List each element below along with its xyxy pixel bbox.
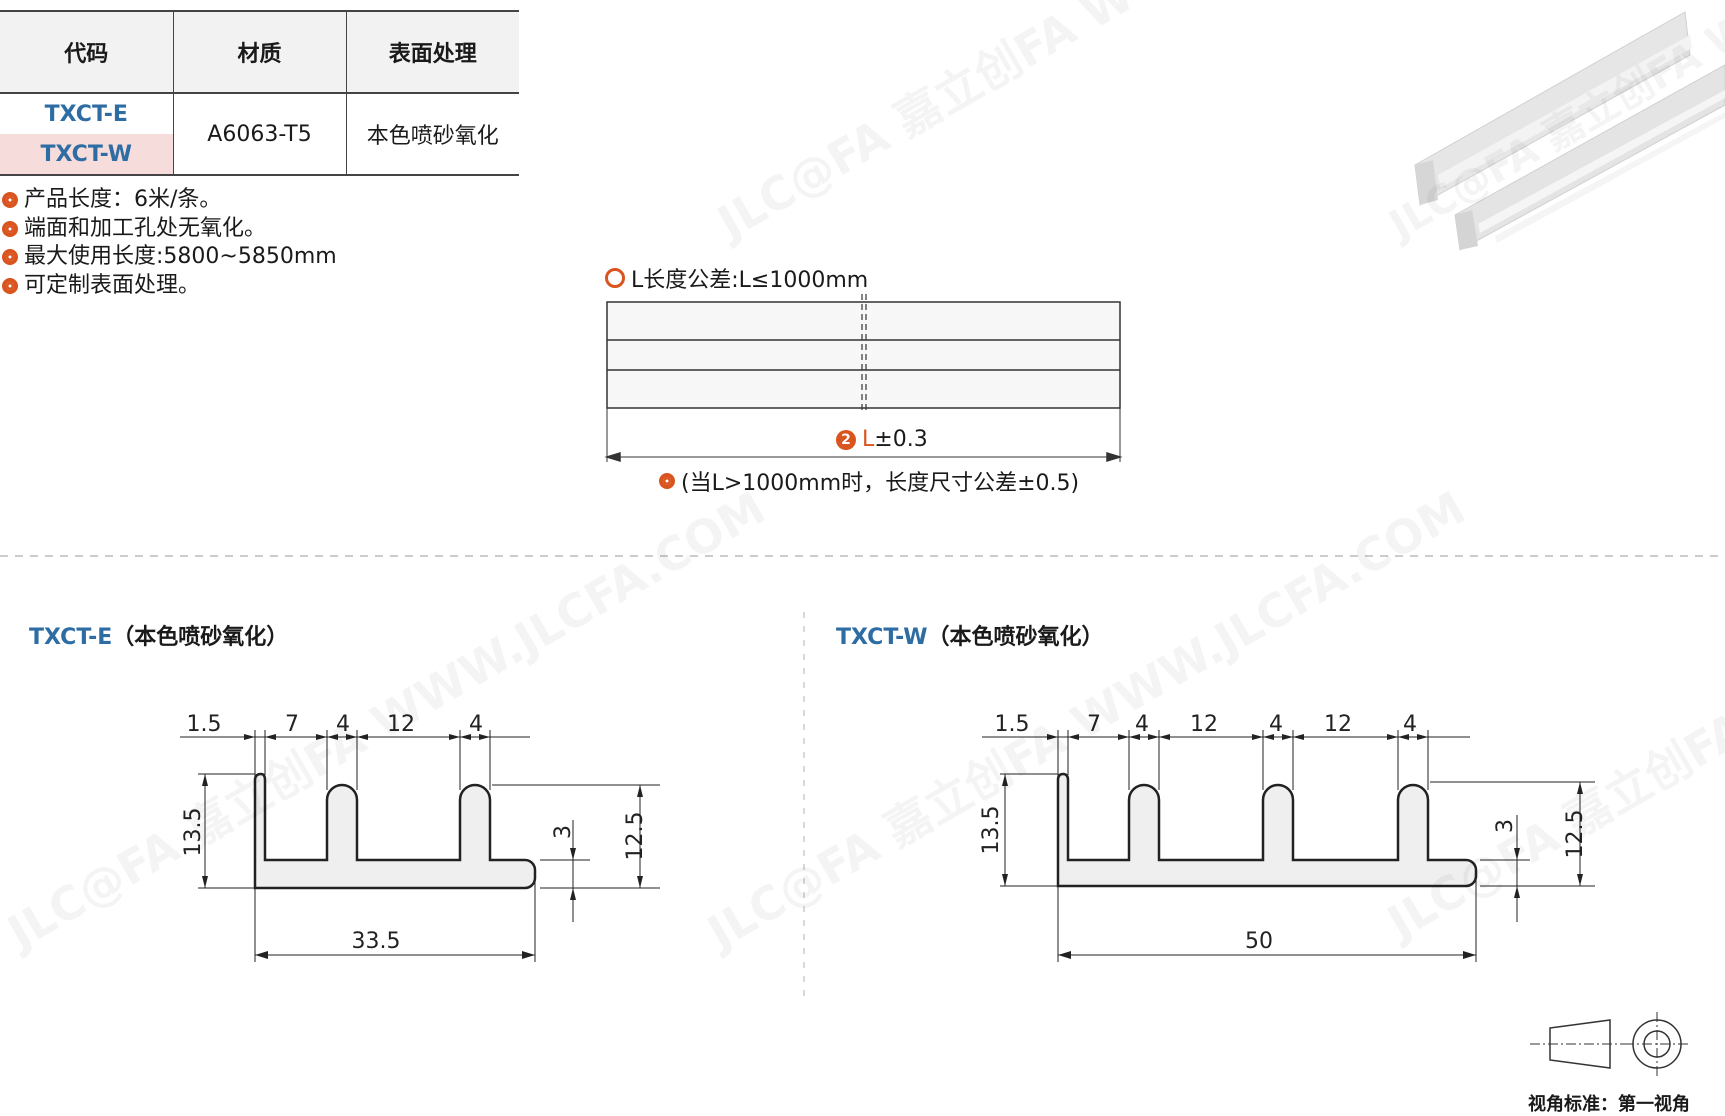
bullet-icon	[2, 220, 18, 237]
code-txct-e: TXCT-E	[44, 101, 128, 127]
section-title-e: TXCT-E（本色喷砂氧化）	[29, 625, 289, 650]
header-code: 代码	[0, 10, 173, 94]
ring-icon	[605, 268, 625, 288]
dim-L: L	[862, 427, 875, 452]
dim-label: 4	[469, 712, 483, 737]
bullet-icon	[659, 473, 675, 489]
dim-label: 4	[1135, 712, 1149, 737]
dim-label: 50	[1245, 929, 1273, 954]
bullet-icon	[2, 249, 18, 266]
dim-tolerance: ±0.3	[874, 427, 928, 452]
dim-label: 12	[1324, 712, 1352, 737]
dim-label: 12.5	[623, 812, 648, 861]
dim-label: 7	[285, 712, 299, 737]
dim-label: 12	[1190, 712, 1218, 737]
projection-label: 视角标准：第一视角	[1528, 1094, 1690, 1115]
notes-list: 产品长度：6米/条。 端面和加工孔处无氧化。 最大使用长度:5800~5850m…	[2, 186, 337, 300]
note-item: 端面和加工孔处无氧化。	[2, 215, 337, 244]
dim-label: 3	[551, 825, 576, 839]
dim-label: 13.5	[979, 806, 1004, 855]
dim-label: 12.5	[1563, 810, 1588, 859]
note-item: 产品长度：6米/条。	[2, 186, 337, 215]
length-view	[604, 294, 1123, 463]
note-item: 可定制表面处理。	[2, 272, 337, 301]
dim-label: 1.5	[995, 712, 1030, 737]
header-finish: 表面处理	[345, 10, 519, 94]
section-title-w: TXCT-W（本色喷砂氧化）	[836, 625, 1104, 650]
long-length-note: (当L>1000mm时，长度尺寸公差±0.5)	[659, 465, 1079, 497]
bullet-icon	[2, 192, 18, 209]
dim-label: 4	[336, 712, 350, 737]
code-txct-w: TXCT-W	[0, 134, 173, 176]
profile-e-labels: 1.5 7 4 12 4 13.5 12.5 3 33.5	[181, 712, 648, 954]
finish-cell: 本色喷砂氧化	[345, 93, 519, 176]
header-material: 材质	[172, 10, 346, 94]
dim-label: 4	[1403, 712, 1417, 737]
dim-label: 7	[1087, 712, 1101, 737]
tolerance-note: L长度公差:L≤1000mm	[605, 262, 868, 294]
bullet-icon	[2, 277, 18, 294]
dim-label: 3	[1493, 819, 1518, 833]
dim-label: 4	[1269, 712, 1283, 737]
spec-table: 代码 材质 表面处理 TXCT-E A6063-T5 本色喷砂氧化 TXCT-W	[0, 10, 519, 176]
dim-label: 12	[387, 712, 415, 737]
product-image	[1414, 11, 1725, 251]
length-dimension-label: 2 L ±0.3	[836, 427, 928, 452]
dim-label: 13.5	[181, 808, 206, 857]
first-angle-projection-icon	[1530, 1012, 1690, 1076]
svg-text:JLC@FA 嘉立创FA WWW.JLCFA.COM: JLC@FA 嘉立创FA WWW.JLCFA.COM	[696, 480, 1474, 961]
note-item: 最大使用长度:5800~5850mm	[2, 243, 337, 272]
material-cell: A6063-T5	[172, 93, 346, 176]
dim-label: 1.5	[187, 712, 222, 737]
profile-txct-e	[180, 730, 660, 962]
profile-w-labels: 1.5 7 4 12 4 12 4 13.5 12.5 3 50	[979, 712, 1588, 954]
badge-number: 2	[836, 429, 856, 450]
svg-text:JLC@FA 嘉立创FA WWW.JLCFA.COM: JLC@FA 嘉立创FA WWW.JLCFA.COM	[706, 0, 1484, 251]
dim-label: 33.5	[352, 929, 401, 954]
profile-txct-w	[982, 730, 1595, 962]
